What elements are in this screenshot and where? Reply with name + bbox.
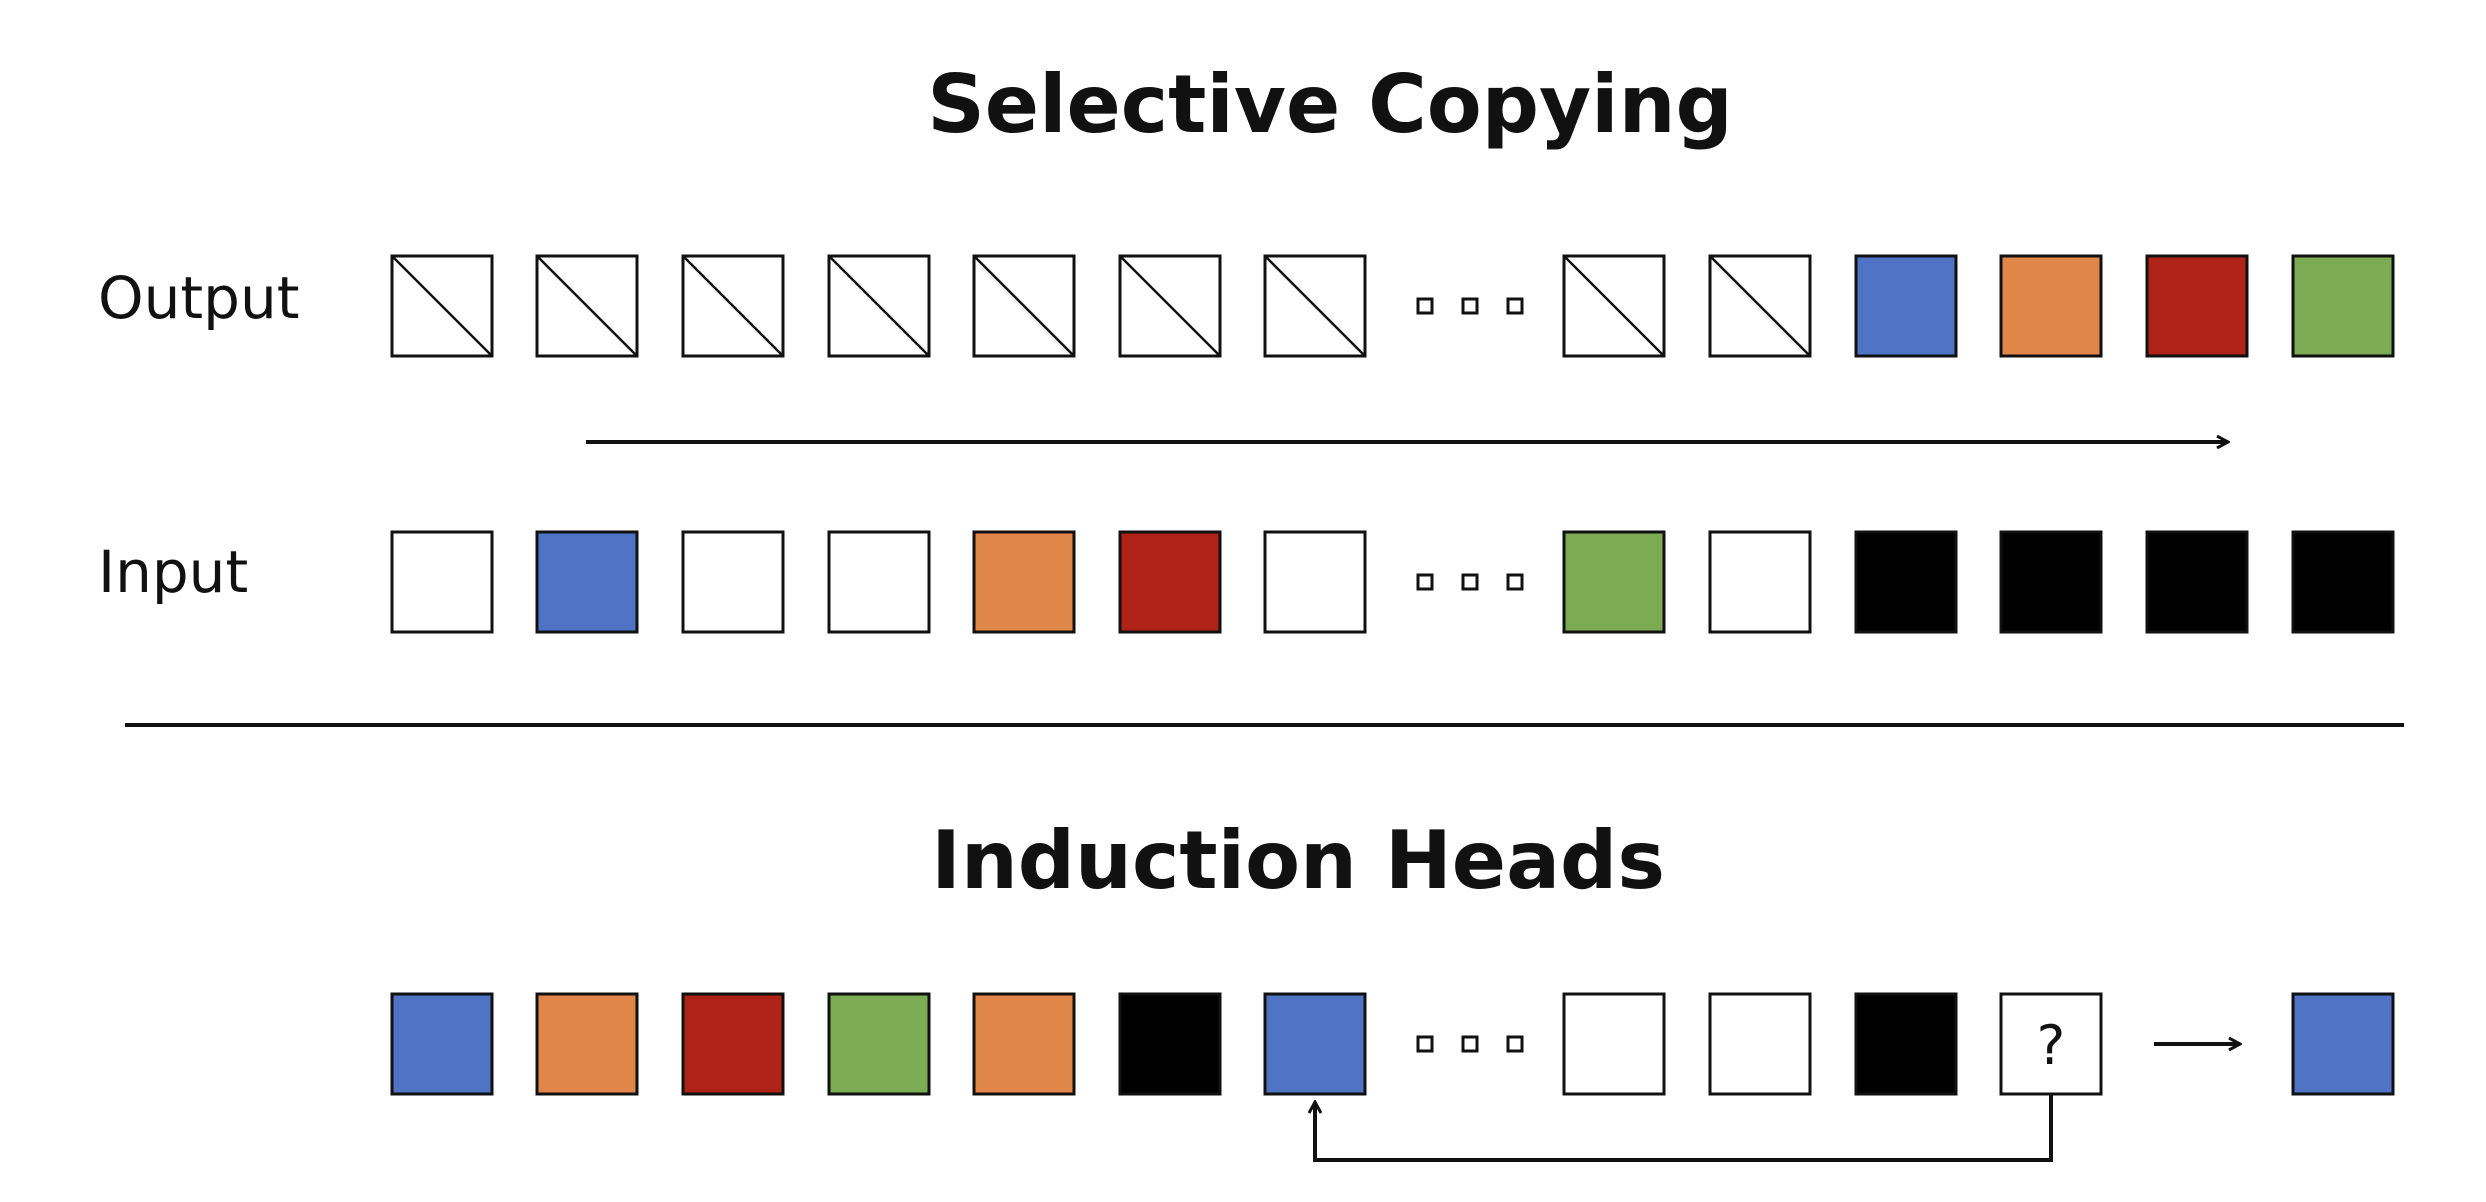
black-token-cell <box>2291 530 2395 634</box>
green-token-cell <box>827 992 931 1096</box>
ellipsis-dot <box>1506 297 1524 315</box>
ellipsis-dot <box>1416 573 1434 591</box>
white-token-cell <box>1708 992 1812 1096</box>
white-token-cell <box>827 530 931 634</box>
green-token-cell <box>2291 254 2395 358</box>
white-token-cell <box>1562 992 1666 1096</box>
white-token-cell <box>681 530 785 634</box>
ellipsis-dots <box>1416 1035 1524 1053</box>
green-token-cell <box>1562 530 1666 634</box>
induction-lookup-arrow <box>1315 1094 2053 1162</box>
empty-token-cell <box>681 254 785 358</box>
orange-token-cell <box>972 530 1076 634</box>
empty-token-cell <box>827 254 931 358</box>
black-token-cell <box>1118 992 1222 1096</box>
ellipsis-dots <box>1416 573 1524 591</box>
cell-box <box>1999 992 2103 1096</box>
output-row <box>390 254 2395 358</box>
cell-diagonal <box>536 255 638 357</box>
cell-diagonal <box>1264 255 1366 357</box>
black-token-cell <box>1999 530 2103 634</box>
cell-diagonal <box>1563 255 1665 357</box>
induction-row: ? <box>390 992 2103 1096</box>
black-token-cell <box>1854 530 1958 634</box>
cell-diagonal <box>1709 255 1811 357</box>
selective-copying-title: Selective Copying <box>927 58 1733 151</box>
black-token-cell <box>1854 992 1958 1096</box>
input-label: Input <box>98 538 248 606</box>
empty-token-cell <box>1263 254 1367 358</box>
orange-token-cell <box>535 992 639 1096</box>
red-token-cell <box>681 992 785 1096</box>
ellipsis-dot <box>1416 1035 1434 1053</box>
black-token-cell <box>2145 530 2249 634</box>
induction-heads-title: Induction Heads <box>931 814 1665 907</box>
orange-token-cell <box>972 992 1076 1096</box>
empty-token-cell <box>1562 254 1666 358</box>
empty-token-cell <box>390 254 494 358</box>
empty-token-cell <box>972 254 1076 358</box>
ellipsis-dot <box>1461 297 1479 315</box>
blue-token-cell <box>390 992 494 1096</box>
ellipsis-dot <box>1506 573 1524 591</box>
cell-diagonal <box>391 255 493 357</box>
ellipsis-dot <box>1506 1035 1524 1053</box>
white-token-cell <box>1263 530 1367 634</box>
ellipsis-dot <box>1416 297 1434 315</box>
cell-diagonal <box>682 255 784 357</box>
blue-token-cell <box>535 530 639 634</box>
red-token-cell <box>1118 530 1222 634</box>
blue-token-cell <box>1263 992 1367 1096</box>
cell-diagonal <box>1119 255 1221 357</box>
blue-token-cell <box>1854 254 1958 358</box>
empty-token-cell <box>535 254 639 358</box>
red-token-cell <box>2145 254 2249 358</box>
white-token-cell <box>390 530 494 634</box>
cell-diagonal <box>828 255 930 357</box>
orange-token-cell <box>1999 254 2103 358</box>
output-label: Output <box>98 264 299 332</box>
input-row <box>390 530 2395 634</box>
ellipsis-dot <box>1461 573 1479 591</box>
empty-token-cell <box>1118 254 1222 358</box>
query-cell: ? <box>1999 992 2103 1096</box>
cell-diagonal <box>973 255 1075 357</box>
query-mark: ? <box>2037 1014 2066 1077</box>
white-token-cell <box>1708 530 1812 634</box>
empty-token-cell <box>1708 254 1812 358</box>
ellipsis-dot <box>1461 1035 1479 1053</box>
answer-cell <box>2291 992 2395 1096</box>
ellipsis-dots <box>1416 297 1524 315</box>
blue-token-cell <box>2291 992 2395 1096</box>
